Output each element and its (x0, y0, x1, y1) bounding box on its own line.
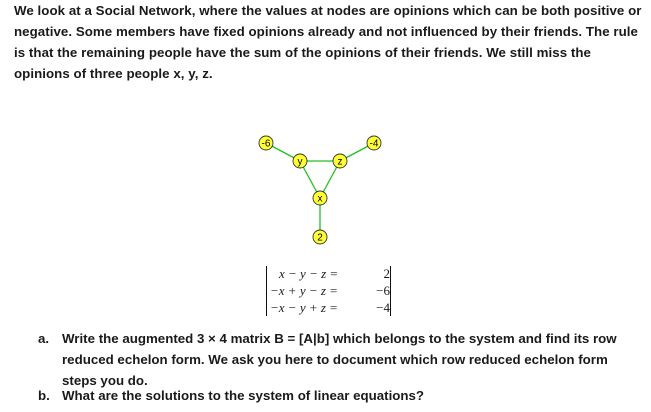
equation-row-2-rhs: −6 (376, 283, 390, 298)
svg-text:z: z (338, 157, 343, 168)
matrix-right-bar (390, 266, 391, 316)
graph-edges (265, 142, 375, 237)
equation-row-1-lhs: x − y − z = (279, 266, 339, 281)
equation-row-1: x − y − z = 2 (270, 265, 390, 282)
intro-paragraph: We look at a Social Network, where the v… (14, 3, 642, 81)
graph-nodes: -6 -4 y z x 2 (258, 135, 382, 245)
question-a-text: Write the augmented 3 × 4 matrix B = [A|… (62, 331, 617, 388)
equation-row-3: −x − y + z = −4 (270, 299, 390, 316)
equation-row-1-rhs: 2 (383, 266, 391, 281)
question-a-letter: a. (38, 331, 50, 346)
question-b-letter: b. (38, 388, 50, 403)
matrix-left-bar (266, 266, 267, 316)
equation-row-2-lhs: −x + y − z = (270, 283, 338, 298)
node-z: z (332, 153, 348, 169)
svg-text:2: 2 (317, 233, 323, 244)
svg-text:-6: -6 (262, 139, 271, 150)
equation-row-2: −x + y − z = −6 (270, 282, 390, 299)
node-2: 2 (312, 229, 328, 245)
node-x: x (312, 190, 328, 206)
question-b-text: What are the solutions to the system of … (62, 388, 425, 403)
svg-text:y: y (298, 157, 303, 168)
equation-row-3-lhs: −x − y + z = (270, 300, 338, 315)
equation-row-3-rhs: −4 (376, 300, 390, 315)
node-y: y (292, 153, 308, 169)
svg-text:-4: -4 (370, 139, 379, 150)
node-minus6: -6 (258, 135, 274, 151)
svg-text:x: x (318, 194, 323, 205)
node-minus4: -4 (366, 135, 382, 151)
equation-system: x − y − z = 2 −x + y − z = −6 −x − y + z… (266, 264, 396, 316)
